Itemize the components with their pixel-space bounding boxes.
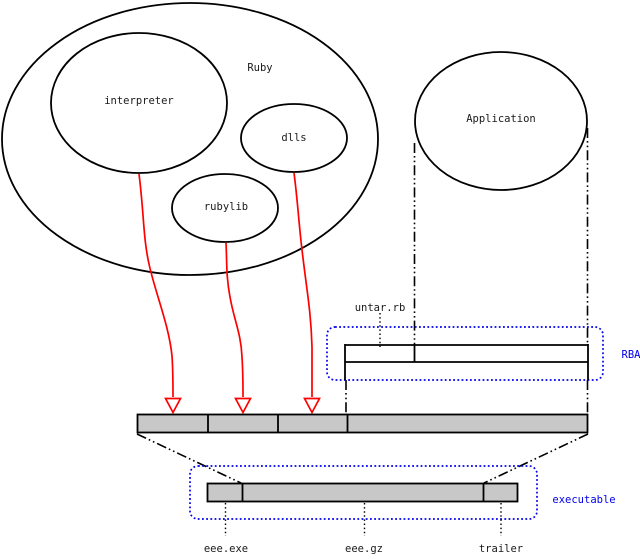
dlls-label: dlls — [281, 132, 306, 144]
packed-bar — [136, 413, 589, 434]
untar-label: untar.rb — [355, 302, 406, 314]
trailer-label: trailer — [479, 543, 523, 555]
executable-group: executable eee.exe eee.gz trailer — [189, 465, 616, 555]
dlls-ellipse — [240, 103, 348, 173]
executable-bar — [206, 482, 519, 503]
rubylib-label: rubylib — [204, 201, 248, 213]
eee-gz-label: eee.gz — [345, 543, 383, 555]
interpreter-ellipse — [50, 32, 228, 174]
application-ellipse — [414, 51, 588, 191]
executable-label: executable — [552, 494, 615, 506]
dlls-arrow-line — [293, 172, 313, 397]
interpreter-label: interpreter — [104, 95, 174, 107]
rba-dotted-frame — [326, 326, 604, 381]
dlls-arrowhead-icon — [303, 397, 321, 415]
rubylib-arrowhead-icon — [234, 397, 252, 415]
rubylib-arrow-line — [225, 242, 244, 398]
executable-dotted-frame — [189, 465, 538, 520]
red-arrows-group — [138, 172, 321, 415]
application-label: Application — [466, 113, 536, 125]
dashdot-diagonal-right — [483, 433, 589, 484]
rubylib-ellipse — [171, 173, 279, 243]
dashdot-diagonal-left — [136, 433, 242, 484]
interpreter-arrowhead-icon — [164, 397, 182, 415]
rba-group: untar.rb RBA — [326, 302, 640, 381]
construction-lines-group — [136, 128, 589, 484]
ruby-ellipse — [1, 2, 379, 276]
eee-exe-label: eee.exe — [204, 543, 248, 555]
application-group: Application — [414, 51, 588, 191]
interpreter-arrow-line — [138, 173, 174, 398]
rba-label: RBA — [622, 349, 640, 361]
ruby-label: Ruby — [247, 62, 272, 74]
packed-bar-group — [136, 413, 589, 434]
ruby-system-group: Ruby interpreter dlls rubylib — [1, 2, 379, 276]
